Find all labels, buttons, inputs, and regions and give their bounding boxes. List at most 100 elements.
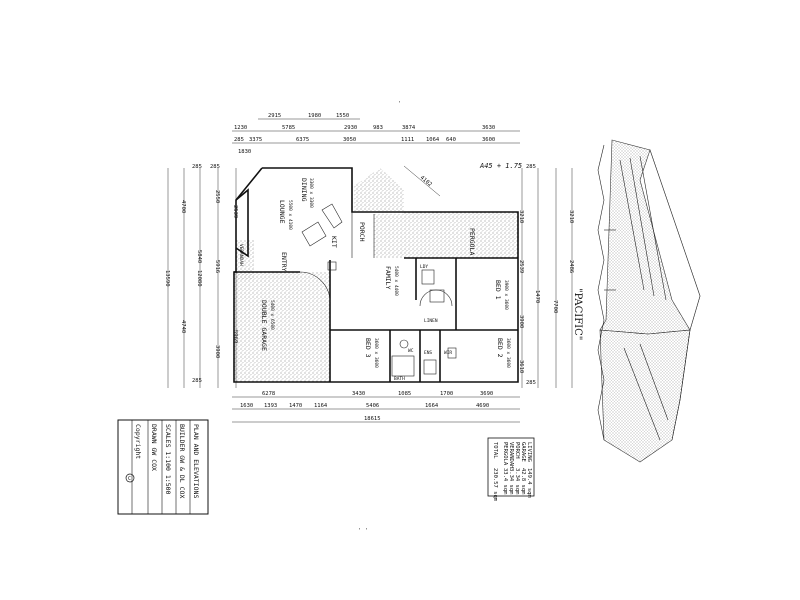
top-dimensions: 2915 1980 1550 1230 5785 2930 983 3874 3…: [232, 113, 520, 155]
basin: [399, 339, 409, 349]
dim-top1-2: 1550: [336, 113, 349, 119]
shower: [423, 359, 437, 375]
dim-top2-2: 2930: [344, 125, 357, 131]
fridge: [327, 261, 337, 271]
svg-text:12080: 12080: [196, 270, 202, 287]
room-lounge: LOUNGE: [278, 200, 286, 224]
svg-text:5500 x 4100: 5500 x 4100: [287, 200, 293, 230]
svg-text:149.4 sqm: 149.4 sqm: [526, 468, 532, 498]
room-family: FAMILY: [384, 266, 392, 290]
title-block-drawn: DRAWN GW COX: [150, 424, 158, 471]
room-porch: PORCH: [358, 222, 366, 242]
svg-text:TOTAL: TOTAL: [492, 442, 498, 459]
dim-top3-4: 1111: [401, 137, 414, 143]
svg-text:5840: 5840: [196, 250, 202, 263]
svg-text:3.34 sqm: 3.34 sqm: [508, 468, 514, 495]
svg-text:3210: 3210: [568, 210, 574, 223]
dim-overall-width: 18615: [364, 416, 381, 422]
copyright-symbol: [125, 473, 135, 483]
bay-window: [235, 188, 249, 258]
design-name: "PACIFIC": [572, 288, 583, 340]
svg-text:1164: 1164: [314, 403, 328, 409]
area-schedule: LIVING 149.4 sqm GARAGE 42.8 sqm PORCH 3…: [487, 437, 535, 502]
kitchen-bench: [321, 203, 343, 229]
svg-text:3300 x 3300: 3300 x 3300: [308, 178, 314, 208]
svg-text:1470: 1470: [289, 403, 302, 409]
handwritten-note: A45 + 1.75: [479, 162, 522, 170]
svg-text:LIVING: LIVING: [526, 442, 532, 462]
svg-text:1664: 1664: [425, 403, 439, 409]
title-block-copyright: Copyright: [134, 424, 142, 459]
svg-text:3.34 sqm: 3.34 sqm: [514, 468, 520, 495]
dim-top3-1: 3375: [249, 137, 262, 143]
svg-text:230.57 sqm: 230.57 sqm: [492, 468, 498, 502]
svg-text:3610: 3610: [518, 360, 524, 373]
svg-text:4690: 4690: [476, 403, 489, 409]
svg-text:6278: 6278: [262, 391, 275, 397]
title-block-builder: BUILDER GW & DL COX: [178, 424, 186, 498]
dim-top3-0: 285: [234, 137, 244, 143]
bottom-dimensions: 6278 3430 1085 1700 3690 1630 1393 1470 …: [232, 391, 520, 423]
svg-text:1393: 1393: [264, 403, 277, 409]
svg-text:' ': ' ': [358, 528, 368, 534]
right-dimensions: 3210 2539 3900 3610 1470 7700 3210 2486 …: [518, 164, 574, 388]
room-double-garage: DOUBLE GARAGE: [260, 300, 268, 351]
svg-text:285: 285: [526, 164, 536, 170]
svg-text:1700: 1700: [440, 391, 453, 397]
svg-text:2486: 2486: [568, 260, 574, 273]
svg-text:2539: 2539: [518, 260, 524, 273]
svg-text:5400 x 6500: 5400 x 6500: [269, 300, 275, 330]
svg-text:42.8 sqm: 42.8 sqm: [520, 468, 526, 495]
room-bed1: BED 1: [494, 280, 502, 300]
room-wir: WIR: [444, 350, 452, 356]
room-bed3: BED 3: [364, 338, 372, 358]
dim-top2-5: 3630: [482, 125, 495, 131]
room-bath: BATH: [394, 376, 405, 382]
wc-pan: [447, 347, 457, 359]
dim-top2-4: 3874: [402, 125, 416, 131]
family-door-swing: [419, 289, 453, 307]
porch-floor: [374, 214, 404, 258]
garage-floor: [234, 272, 330, 382]
svg-text:285: 285: [192, 164, 202, 170]
svg-text:3600 x 3600: 3600 x 3600: [505, 338, 511, 368]
svg-text:1470: 1470: [534, 290, 540, 303]
svg-text:3600 x 3600: 3600 x 3600: [373, 338, 379, 368]
svg-text:C: C: [128, 476, 131, 482]
svg-text:5916: 5916: [214, 260, 220, 273]
room-ens: ENS: [424, 350, 432, 356]
room-wc: WC: [408, 348, 414, 354]
room-pergola: PERGOLA: [468, 228, 476, 255]
svg-text:2550: 2550: [214, 190, 220, 203]
left-dimensions: 13590 4700 4740 5840 12080 5916 2550 596…: [164, 164, 238, 388]
svg-text:1630: 1630: [240, 403, 253, 409]
title-block-scales: SCALES 1:100 1:500: [164, 424, 172, 495]
kitchen-island: [301, 221, 327, 247]
svg-text:1085: 1085: [398, 391, 411, 397]
svg-text:5400 x 4400: 5400 x 4400: [393, 266, 399, 296]
dim-right-overall: 7700: [552, 300, 558, 313]
svg-text:4102: 4102: [419, 175, 433, 188]
svg-text:3900: 3900: [214, 345, 220, 358]
room-verandah: VERANDAH: [238, 244, 244, 266]
toilet: [421, 269, 435, 285]
svg-text:1830: 1830: [238, 149, 251, 155]
svg-text:3210: 3210: [518, 210, 524, 223]
svg-text:3430: 3430: [352, 391, 365, 397]
room-entry: ENTRY: [280, 252, 288, 272]
room-bed2: BED 2: [496, 338, 504, 358]
house-elevation: [597, 139, 701, 463]
title-block-title: PLAN AND ELEVATIONS: [192, 424, 200, 498]
svg-text:5406: 5406: [366, 403, 379, 409]
svg-text:285: 285: [192, 378, 202, 384]
svg-text:3690: 3690: [480, 391, 493, 397]
pergola-area: [404, 212, 518, 258]
dim-top3-5: 1064: [426, 137, 440, 143]
dim-top3-3: 3050: [343, 137, 356, 143]
dim-left-overall: 13590: [164, 270, 170, 287]
svg-text:': ': [398, 101, 401, 107]
floor-plan: 4102 DINING 3300 x 3300 LOUNGE 5500 x 41…: [233, 165, 519, 383]
svg-text:2539: 2539: [232, 205, 238, 218]
verandah-area: [236, 240, 254, 280]
dim-top3-7: 3600: [482, 137, 495, 143]
